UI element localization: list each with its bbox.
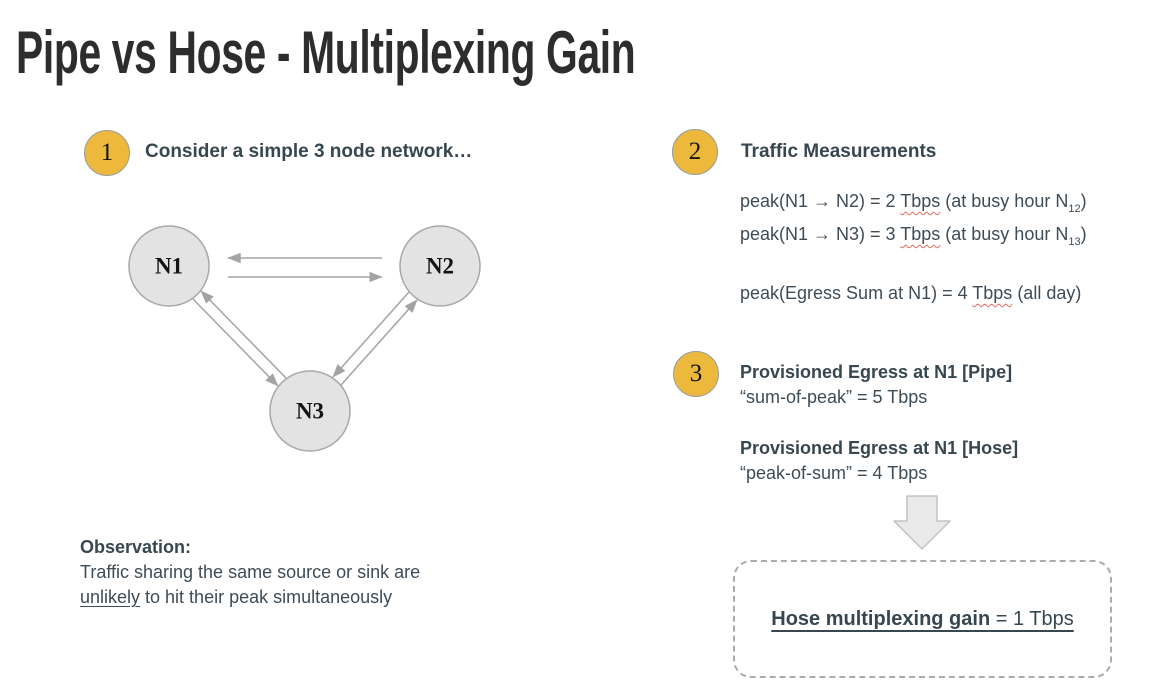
- step-1-badge: 1: [84, 130, 130, 176]
- result-bold: Hose multiplexing gain: [771, 607, 991, 630]
- observation-underlined-word: unlikely: [80, 587, 141, 607]
- traffic-line-2-pre: peak(N1 → N3) = 3: [740, 224, 901, 244]
- slide-title: Pipe vs Hose - Multiplexing Gain: [16, 19, 636, 86]
- traffic-line-1-mid: (at busy hour N: [940, 191, 1069, 211]
- pipe-value: “sum-of-peak” = 5 Tbps: [740, 387, 928, 407]
- observation-heading: Observation:: [80, 537, 192, 557]
- traffic-line-2-end: ): [1080, 224, 1087, 244]
- step-3-badge: 3: [673, 351, 719, 397]
- step-2-badge: 2: [672, 129, 718, 175]
- observation-line-2: unlikely to hit their peak simultaneousl…: [80, 585, 420, 610]
- node-n1-circle: [128, 225, 210, 307]
- down-arrow-icon: [893, 495, 951, 550]
- traffic-line-2-subscript: 13: [1068, 236, 1081, 248]
- node-n3-label: N3: [296, 399, 324, 424]
- step-2-number: 2: [688, 138, 702, 165]
- traffic-measurements-block: peak(N1 → N2) = 2 Tbps (at busy hour N12…: [740, 189, 1087, 306]
- pipe-heading: Provisioned Egress at N1 [Pipe]: [740, 362, 1013, 382]
- edge-n3-to-n2-arrow: [340, 299, 418, 386]
- traffic-line-1-end: ): [1080, 191, 1087, 211]
- result-rest: = 1 Tbps: [990, 607, 1074, 630]
- observation-block: Observation: Traffic sharing the same so…: [80, 535, 420, 610]
- traffic-line-2: peak(N1 → N3) = 3 Tbps (at busy hour N13…: [740, 222, 1087, 255]
- provisioned-egress-block: Provisioned Egress at N1 [Pipe] “sum-of-…: [740, 360, 1018, 486]
- traffic-line-3-pre: peak(Egress Sum at N1) = 4: [740, 283, 973, 303]
- node-n2-label: N2: [426, 254, 454, 279]
- network-diagram: N1 N2 N3: [128, 225, 481, 452]
- traffic-line-2-mid: (at busy hour N: [940, 224, 1069, 244]
- node-n2-circle: [399, 225, 481, 307]
- edge-n1-to-n3-arrow: [192, 298, 279, 387]
- edge-n2-to-n3-arrow: [332, 291, 410, 378]
- step-1-heading: Consider a simple 3 node network…: [145, 141, 473, 162]
- traffic-line-1-pre: peak(N1 → N2) = 2: [740, 191, 901, 211]
- traffic-line-3-mid: (all day): [1012, 283, 1082, 303]
- node-n3-circle: [269, 370, 351, 452]
- traffic-line-1-unit: Tbps: [900, 191, 941, 211]
- observation-line-2-rest: to hit their peak simultaneously: [140, 587, 393, 607]
- hose-heading: Provisioned Egress at N1 [Hose]: [740, 438, 1019, 458]
- edge-n3-to-n1-arrow: [200, 290, 287, 379]
- step-3-number: 3: [689, 360, 703, 387]
- result-box: Hose multiplexing gain = 1 Tbps: [733, 560, 1112, 678]
- traffic-line-3-unit: Tbps: [972, 283, 1013, 303]
- step-1-number: 1: [100, 139, 114, 166]
- result-text: Hose multiplexing gain = 1 Tbps: [771, 608, 1074, 631]
- observation-line-1: Traffic sharing the same source or sink …: [80, 562, 421, 582]
- traffic-line-1: peak(N1 → N2) = 2 Tbps (at busy hour N12…: [740, 189, 1087, 222]
- node-n1-label: N1: [155, 254, 183, 279]
- traffic-line-3: peak(Egress Sum at N1) = 4 Tbps (all day…: [740, 281, 1087, 306]
- traffic-line-2-unit: Tbps: [900, 224, 941, 244]
- traffic-line-1-subscript: 12: [1068, 203, 1081, 215]
- hose-value: “peak-of-sum” = 4 Tbps: [740, 463, 928, 483]
- step-2-heading: Traffic Measurements: [741, 141, 937, 162]
